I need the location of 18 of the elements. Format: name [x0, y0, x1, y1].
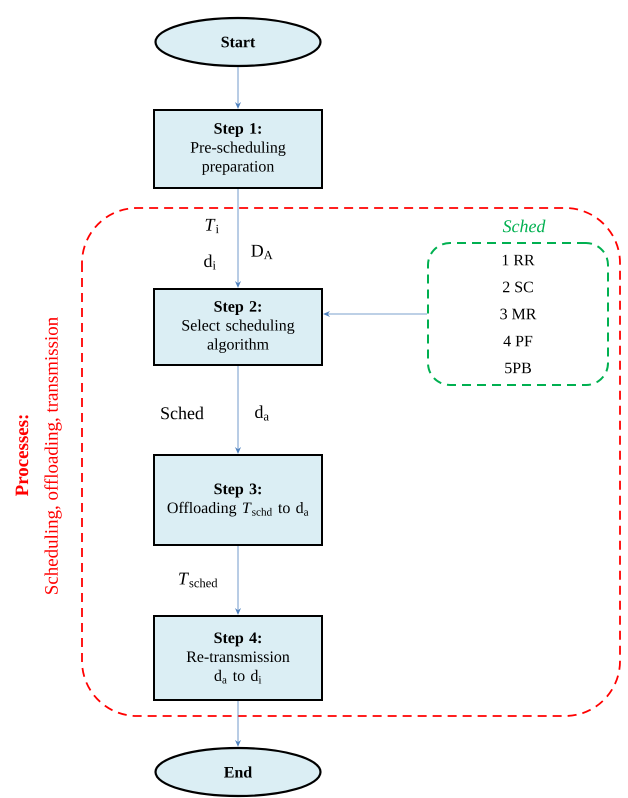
- list-item: 3 MR: [500, 308, 536, 320]
- flow-label: T$_{i}$: [206, 218, 219, 234]
- list-item: 2 SC: [502, 282, 533, 292]
- box-heading: Sched: [502, 220, 546, 232]
- region-heading: Processes:: [16, 415, 28, 496]
- list-item: 5PB: [505, 362, 531, 374]
- flow-label: d$_{i}$: [204, 254, 216, 270]
- flow-label: Sched: [161, 406, 204, 420]
- region-description: Scheduling, offloading, transmission: [44, 317, 62, 594]
- flow-label: D$_{A}$: [251, 244, 273, 260]
- list-item: 1 RR: [502, 254, 535, 266]
- process-box: Step 4: Re-transmission d$_{a}$ to d$_{i}$: [153, 615, 323, 701]
- process-box: Step 3: Offloading T$_{schd}$ to d$_{a}$: [153, 454, 323, 546]
- flow-label: T$_{sched}$: [179, 572, 218, 588]
- process-box: Step 1: Pre-scheduling preparation: [153, 109, 323, 189]
- flow-label: d$_{a}$: [255, 405, 269, 421]
- list-item: 4 PF: [503, 336, 532, 346]
- process-box: Step 2: Select scheduling algorithm: [153, 288, 323, 366]
